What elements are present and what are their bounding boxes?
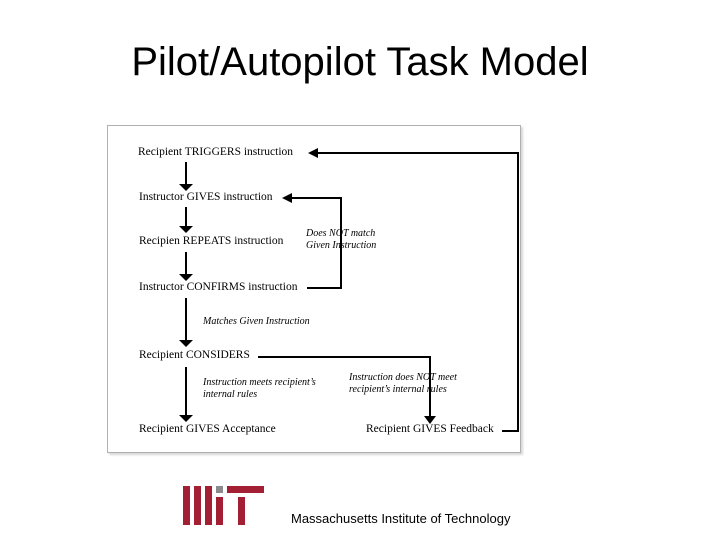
arrowhead-triggers-to-gives bbox=[179, 184, 193, 191]
arrowhead-gives-to-repeats bbox=[179, 226, 193, 233]
condition-meets-line2: internal rules bbox=[203, 389, 258, 400]
step-acceptance: Recipient GIVES Acceptance bbox=[139, 423, 276, 435]
step-triggers: Recipient TRIGGERS instruction bbox=[138, 146, 294, 158]
step-considers: Recipient CONSIDERS bbox=[139, 349, 250, 361]
mit-logo bbox=[183, 486, 264, 525]
arrow-considers-to-feedback bbox=[258, 356, 431, 422]
condition-no-match: Does NOT match Given Instruction bbox=[306, 228, 376, 252]
step-feedback: Recipient GIVES Feedback bbox=[366, 423, 494, 435]
arrowhead-considers-to-feedback bbox=[424, 416, 436, 424]
step-repeats: Recipien REPEATS instruction bbox=[139, 235, 284, 247]
condition-meets-line1: Instruction meets recipient’s bbox=[203, 377, 316, 388]
condition-matches: Matches Given Instruction bbox=[203, 316, 310, 327]
arrowhead-repeats-to-confirms bbox=[179, 274, 193, 281]
arrowhead-confirms-to-considers bbox=[179, 340, 193, 347]
arrowhead-considers-to-acceptance bbox=[179, 415, 193, 422]
step-confirms: Instructor CONFIRMS instruction bbox=[139, 281, 298, 293]
condition-not-meet: Instruction does NOT meet recipient’s in… bbox=[349, 372, 457, 396]
condition-not-meet-line2: recipient’s internal rules bbox=[349, 384, 447, 395]
condition-not-meet-line1: Instruction does NOT meet bbox=[349, 372, 457, 383]
step-gives-instruction: Instructor GIVES instruction bbox=[139, 191, 273, 203]
condition-meets: Instruction meets recipient’s internal r… bbox=[203, 377, 316, 401]
condition-no-match-line1: Does NOT match bbox=[306, 228, 376, 239]
slide-title: Pilot/Autopilot Task Model bbox=[131, 40, 589, 84]
condition-no-match-line2: Given Instruction bbox=[306, 240, 377, 251]
institution-name: Massachusetts Institute of Technology bbox=[291, 511, 511, 526]
arrow-feedback-loop bbox=[318, 152, 519, 432]
arrowhead-no-match-loop bbox=[282, 193, 292, 203]
arrowhead-feedback-loop bbox=[308, 148, 318, 158]
arrow-no-match-loop bbox=[290, 197, 342, 289]
